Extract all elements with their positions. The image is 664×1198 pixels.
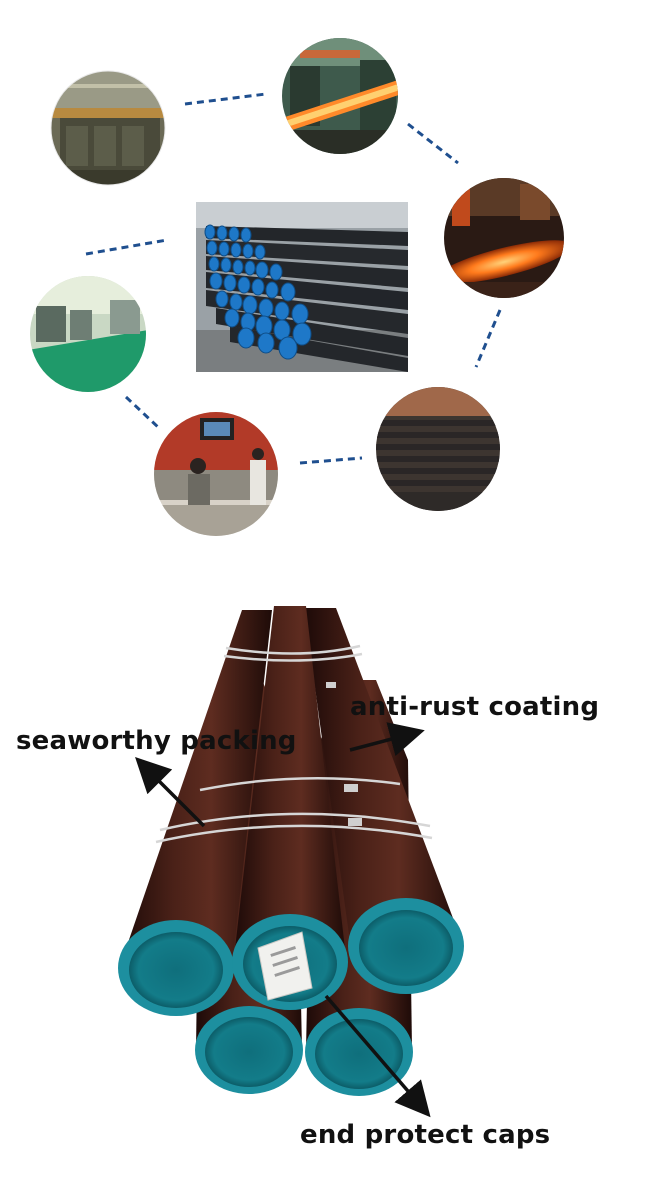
circle-frame [50, 70, 166, 186]
strap-clips [326, 682, 362, 826]
packing-photo [118, 606, 464, 1096]
pipe-top-right [304, 608, 464, 994]
pipe-top-center [232, 606, 348, 1010]
arrow-end-caps [324, 994, 431, 1118]
circle-photo-green-workshop [30, 276, 146, 392]
strapping-bands [155, 644, 433, 844]
arrow-anti-rust [349, 722, 425, 757]
circle-photo-pipe-rack [376, 387, 500, 511]
pipe-top-left [118, 610, 272, 1016]
circle-photo-rolling-mill [282, 38, 398, 154]
callout-arrows [135, 722, 431, 1118]
label-seaworthy-packing: seaworthy packing [16, 726, 297, 756]
label-anti-rust-coating: anti-rust coating [350, 692, 600, 722]
circle-photo-control-room [154, 412, 278, 536]
circle-photo-furnace-hall [51, 71, 165, 185]
arrow-seaworthy [135, 757, 206, 828]
connector-lines [85, 92, 502, 465]
center-photo-stacked-pipes [196, 202, 408, 372]
circle-photo-hot-pipe [444, 178, 564, 298]
label-end-protect-caps: end protect caps [300, 1120, 551, 1150]
